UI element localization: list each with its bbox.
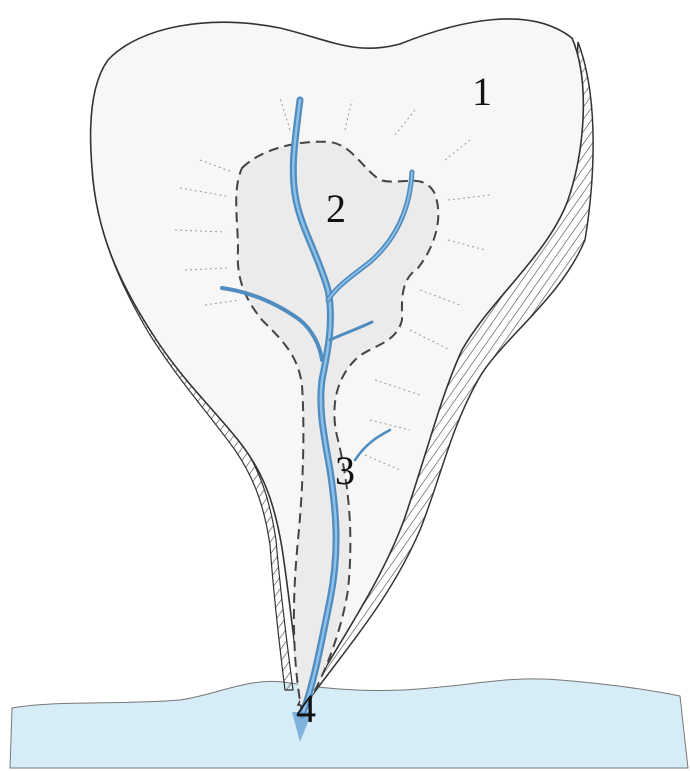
zone-label-4: 4 xyxy=(296,686,316,731)
ocean-water xyxy=(10,679,688,768)
zone-label-1: 1 xyxy=(472,69,492,114)
zone-label-3: 3 xyxy=(335,448,355,493)
zone-label-2: 2 xyxy=(326,186,346,231)
